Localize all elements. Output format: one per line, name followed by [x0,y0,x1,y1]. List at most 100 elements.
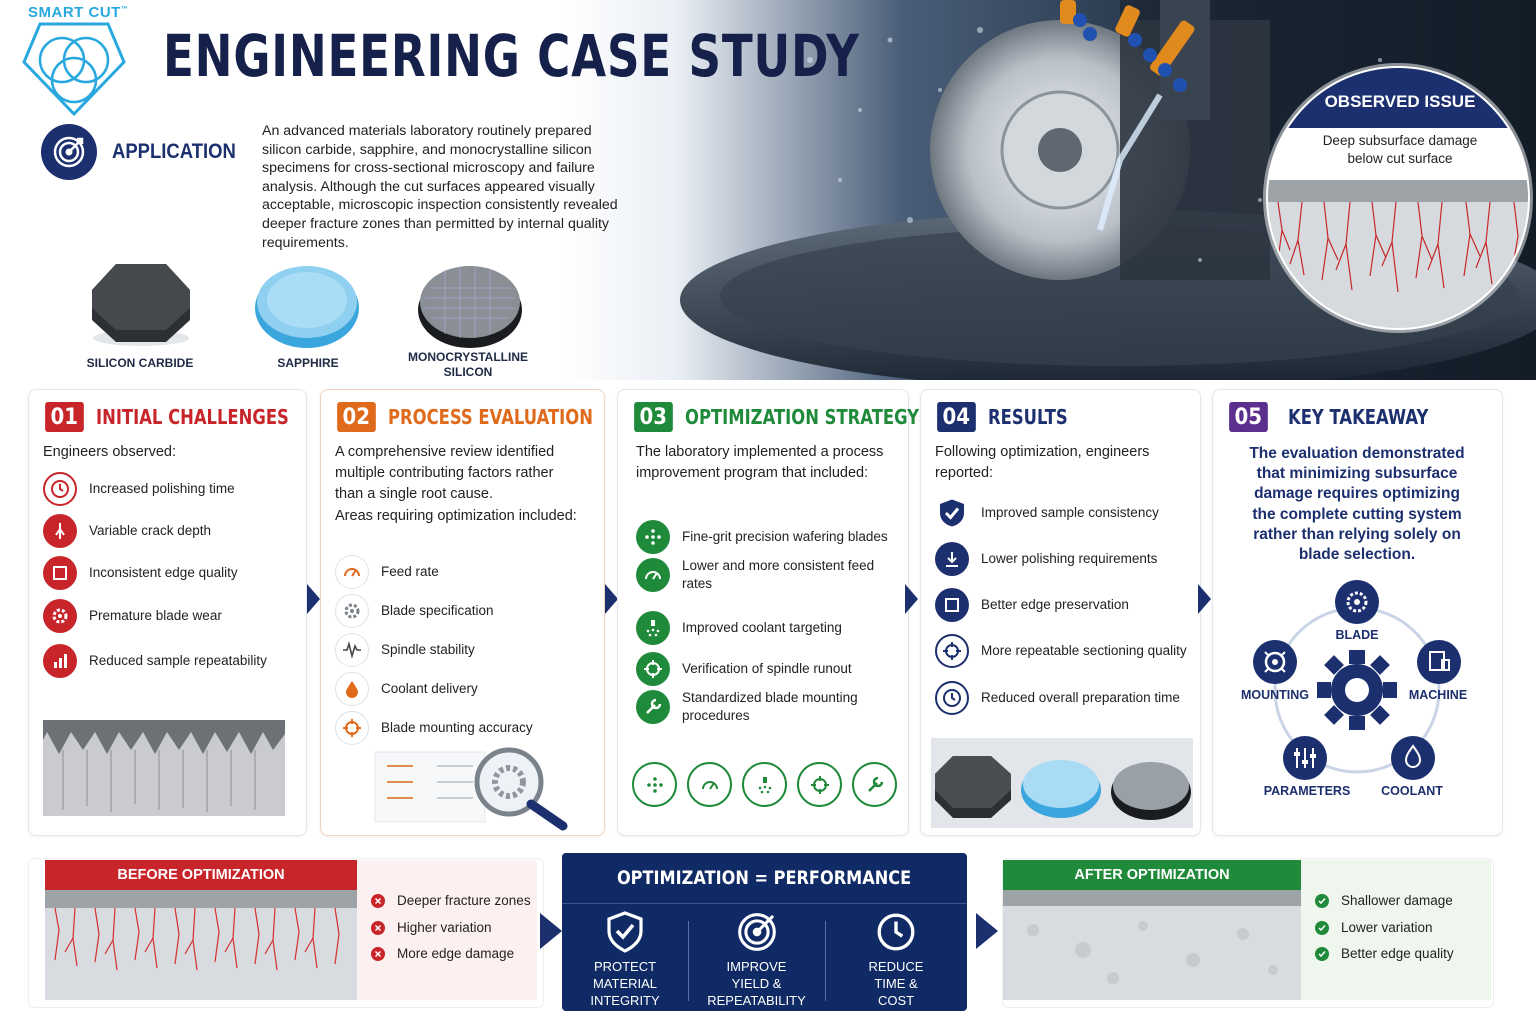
flow-arrow [307,584,320,614]
list-item: Standardized blade mounting procedures [636,689,896,725]
shield-check-icon [607,911,643,953]
flow-arrow [1198,584,1211,614]
before-micrograph: BEFORE OPTIMIZATION [45,860,357,1000]
brand-logo-icon [22,22,126,116]
silicon-carbide-sample-image [92,264,190,346]
key-takeaway-text: The evaluation demonstrated that minimiz… [1249,445,1465,564]
mounting-node-icon [1253,640,1297,684]
node-label-coolant: COOLANT [1381,784,1443,798]
before-list: Deeper fracture zones Higher variation M… [357,860,537,1000]
coolant-node-icon [1391,736,1435,780]
target-icon [737,913,776,951]
after-list: Shallower damage Lower variation Better … [1301,860,1491,1000]
sapphire-sample-image [255,266,359,348]
list-item: Reduced sample repeatability [43,644,267,678]
list-item: More repeatable sectioning quality [935,634,1187,668]
clock-icon [877,913,915,951]
wrench-icon [636,690,670,724]
list-item: Variable crack depth [43,514,211,548]
download-arrow-icon [935,542,969,576]
list-item: More edge damage [371,945,514,963]
node-label-blade: BLADE [1335,628,1379,642]
spray-nozzle-icon [742,762,787,807]
list-item: Blade specification [335,594,494,628]
spray-nozzle-icon [636,611,670,645]
clock-icon [935,681,969,715]
list-item: Better edge quality [1315,945,1454,963]
gear-icon [335,594,369,628]
card-title: INITIAL CHALLENGES [95,405,289,429]
list-item: Lower and more consistent feed rates [636,557,896,593]
list-item: Premature blade wear [43,599,222,633]
flow-arrow [540,913,562,949]
application-text: An advanced materials laboratory routine… [262,123,618,251]
list-item: Deeper fracture zones [371,892,531,910]
before-optimization-panel: BEFORE OPTIMIZATION Deeper fracture zone… [28,858,544,1008]
sample-label-silicon-carbide: SILICON CARBIDE [86,356,194,370]
list-item: Increased polishing time [43,472,235,506]
blade-node-icon [1335,580,1379,624]
wrench-icon [852,762,897,807]
list-item: Inconsistent edge quality [43,556,238,590]
application-label: APPLICATION [112,140,236,163]
crosshair-icon [797,762,842,807]
card-intro: The laboratory implemented a process imp… [636,444,884,481]
card-intro: A comprehensive review identified multip… [335,444,555,502]
check-icon [1315,894,1329,908]
observed-issue-callout: OBSERVED ISSUE Deep subsurface damage be… [1266,66,1530,330]
crack-icon [43,514,77,548]
list-item: Blade mounting accuracy [335,711,533,745]
gauge-icon [335,555,369,589]
list-item: Shallower damage [1315,892,1453,910]
center-title: OPTIMIZATION = PERFORMANCE [617,867,912,889]
bar-chart-icon [43,644,77,678]
fracture-micrograph [43,720,285,816]
check-icon [1315,947,1329,961]
droplet-icon [335,672,369,706]
list-item: Verification of spindle runout [636,652,852,686]
card-optimization-strategy: 03 OPTIMIZATION STRATEGY The laboratory i… [617,389,919,836]
node-label-parameters: PARAMETERS [1263,784,1351,798]
parameters-node-icon [1283,736,1327,780]
observed-issue-text: Deep subsurface damage below cut surface [1322,133,1478,166]
list-item: Improved sample consistency [935,496,1159,530]
card-intro-2: Areas requiring optimization included: [335,508,577,524]
edge-square-icon [935,588,969,622]
crosshair-icon [935,634,969,668]
gauge-icon [687,762,732,807]
x-icon [371,894,385,908]
flow-arrow [605,584,618,614]
after-optimization-panel: AFTER OPTIMIZATION Shallower damage Lowe… [1002,858,1494,1008]
clock-icon [43,472,77,506]
list-item: Lower polishing requirements [935,542,1157,576]
list-item: Higher variation [371,919,492,937]
list-item: Fine-grit precision wafering blades [636,520,888,554]
step-number: 02 [337,402,376,432]
list-item: Better edge preservation [935,588,1129,622]
flow-arrow [905,584,918,614]
check-icon [1315,921,1329,935]
target-icon [41,124,97,180]
sample-label-monocrystalline-silicon: MONOCRYSTALLINE SILICON [408,350,528,379]
cutting-system-diagram [1253,580,1461,780]
blade-gear-icon [43,599,77,633]
shield-check-icon [935,496,969,530]
page-title: ENGINEERING CASE STUDY [163,22,860,90]
node-label-mounting: MOUNTING [1240,688,1310,702]
monocrystalline-silicon-sample-image [418,266,522,348]
card-intro: Engineers observed: [43,444,176,460]
list-item: Reduced overall preparation time [935,681,1180,715]
step-number: 01 [45,402,84,432]
step-number: 03 [634,402,673,432]
card-title: RESULTS [987,405,1068,429]
card-title: OPTIMIZATION STRATEGY [684,405,919,429]
brand-name: SMART CUT™ [28,4,129,21]
crosshair-icon [636,652,670,686]
